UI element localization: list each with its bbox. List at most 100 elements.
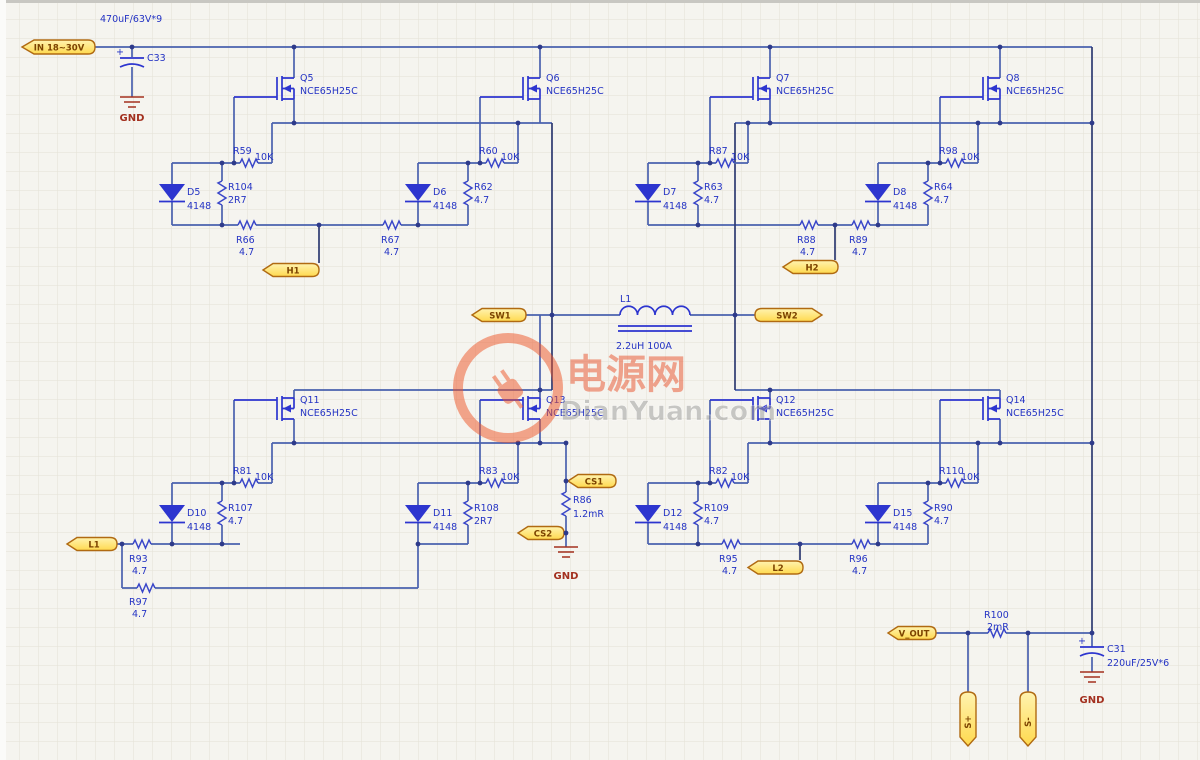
port-sw1[interactable]: SW1 [470,307,527,323]
res-val: 2mR [987,622,1009,633]
diode-val: 4148 [893,201,917,212]
port-cs2[interactable]: CS2 [516,525,565,541]
diode-val: 4148 [663,201,687,212]
gnd-symbol-output[interactable]: GND [1079,671,1105,706]
rgs-val: 10K [501,152,520,163]
port-s-minus[interactable]: S- [1019,691,1037,748]
rseries-ref: R97 [129,597,148,608]
shunt-r86[interactable]: R86 1.2mR [561,491,604,520]
leg-q8[interactable]: Q8 NCE65H25C R98 10K D8 4148 R64 4.7 R89… [849,47,1064,258]
rgate-val: 4.7 [704,516,719,527]
rgs-ref: R110 [939,466,964,477]
rseries-ref: R88 [797,235,816,246]
port-s-plus[interactable]: S+ [959,691,977,748]
rgate-val: 2R7 [228,195,247,206]
rseries-val: 4.7 [132,609,147,620]
port-cs1[interactable]: CS1 [566,473,617,489]
rgs-val: 10K [255,152,274,163]
leg-q6[interactable]: Q6 NCE65H25C R60 10K D6 4148 R62 4.7 R67… [381,47,604,258]
rgate-val: 4.7 [934,516,949,527]
port-sw2[interactable]: SW2 [754,307,824,323]
output-cap-c31[interactable]: + C31 220uF/25V*6 [1078,636,1169,669]
leg-q12[interactable]: Q12 NCE65H25C R82 10K D12 4148 R109 4.7 … [634,390,834,577]
rgs-ref: R98 [939,146,958,157]
port-label: L2 [772,564,783,574]
mosfet-ref: Q6 [546,73,560,84]
rgate-val: 4.7 [228,516,243,527]
input-cap-c33[interactable]: + C33 470uF/63V*9 [100,14,166,68]
left-edge [0,0,6,760]
mosfet-ref: Q7 [776,73,790,84]
rseries-ref: R66 [236,235,255,246]
rgate-val: 4.7 [934,195,949,206]
gnd-label: GND [1080,695,1105,706]
leg-q11[interactable]: Q11 NCE65H25C R81 10K D10 4148 R107 4.7 … [129,390,358,577]
cap-ref: C31 [1107,644,1126,655]
rgs-ref: R59 [233,146,252,157]
leg-q7[interactable]: Q7 NCE65H25C R87 10K D7 4148 R63 4.7 R88… [634,47,834,258]
port-h2[interactable]: H2 [781,259,839,275]
mosfet-ref: Q5 [300,73,314,84]
rgs-ref: R82 [709,466,728,477]
mosfet-part: NCE65H25C [546,408,604,419]
gnd-symbol-shunt[interactable]: GND [553,546,579,582]
rgate-val: 2R7 [474,516,493,527]
port-h1[interactable]: H1 [261,262,320,278]
rgs-ref: R87 [709,146,728,157]
rseries-ref: R89 [849,235,868,246]
rseries-ref: R93 [129,554,148,565]
watermark-plug-icon [491,369,524,409]
watermark: 电源网 DianYuan.com [453,333,777,443]
rgs-val: 10K [255,472,274,483]
rgate-ref: R109 [704,503,729,514]
mosfet-ref: Q8 [1006,73,1020,84]
output-res-r100[interactable]: R100 2mR [984,610,1009,638]
leg-q5[interactable]: Q5 NCE65H25C R59 10K D5 4148 R104 2R7 R6… [158,47,358,258]
inductor-l1[interactable]: L1 2.2uH 100A [616,294,692,352]
cap-val: 470uF/63V*9 [100,14,162,25]
rgs-ref: R81 [233,466,252,477]
gnd-symbol-input[interactable]: GND [119,96,145,124]
rgate-ref: R108 [474,503,499,514]
diode-ref: D11 [433,508,452,519]
cap-plus: + [116,47,124,58]
rseries-val: 4.7 [239,247,254,258]
port-label: V_OUT [899,630,930,640]
rgate-ref: R104 [228,182,253,193]
rgate-ref: R63 [704,182,723,193]
rgs-val: 10K [501,472,520,483]
rgate-val: 4.7 [474,195,489,206]
leg-q14[interactable]: Q14 NCE65H25C R110 10K D15 4148 R90 4.7 … [849,390,1064,577]
port-label: SW1 [489,312,510,322]
rseries-ref: R96 [849,554,868,565]
rseries-val: 4.7 [722,566,737,577]
watermark-cn-text: 电源网 [566,352,686,398]
port-vin[interactable]: IN 18~30V [20,39,96,55]
mosfet-part: NCE65H25C [300,408,358,419]
port-l1[interactable]: L1 [65,536,118,552]
watermark-logo-ring [453,333,563,443]
cap-ref: C33 [147,53,166,64]
mosfet-part: NCE65H25C [1006,86,1064,97]
port-vout[interactable]: V_OUT [886,625,937,641]
mosfet-part: NCE65H25C [776,408,834,419]
rseries-val: 4.7 [132,566,147,577]
rgate-val: 4.7 [704,195,719,206]
rgs-ref: R60 [479,146,498,157]
mosfet-part: NCE65H25C [300,86,358,97]
gnd-label: GND [120,113,145,124]
port-label: S+ [964,715,974,728]
diode-val: 4148 [187,201,211,212]
rgate-ref: R62 [474,182,493,193]
rgate-ref: R64 [934,182,953,193]
diode-ref: D12 [663,508,682,519]
inductor-ref: L1 [620,294,631,305]
shunt-val: 1.2mR [573,509,604,520]
port-label: CS2 [534,530,553,540]
diode-ref: D8 [893,187,906,198]
port-l2[interactable]: L2 [746,560,804,575]
port-label: S- [1024,717,1034,727]
rgs-val: 10K [731,472,750,483]
